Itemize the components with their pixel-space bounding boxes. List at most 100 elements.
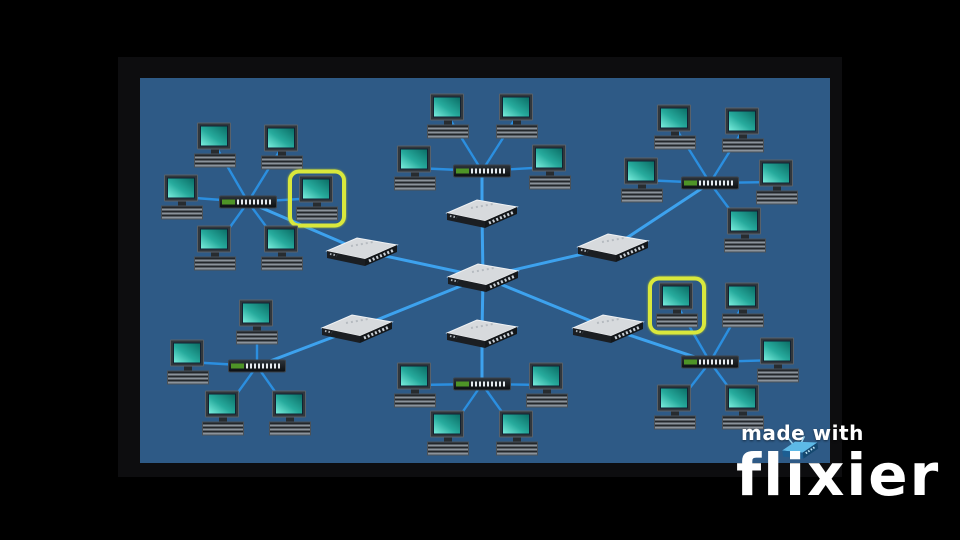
pc-system-unit — [526, 393, 568, 408]
pc-system-unit — [194, 153, 236, 168]
pc-icon[interactable] — [202, 390, 244, 436]
pc-monitor — [499, 410, 533, 438]
pc-screen — [762, 162, 790, 184]
hub-ports — [699, 359, 735, 365]
pc-screen — [502, 96, 530, 118]
pc-icon[interactable] — [722, 384, 764, 430]
hub-label — [456, 381, 469, 387]
hub-icon[interactable] — [681, 355, 739, 369]
pc-screen — [400, 365, 428, 387]
pc-monitor — [264, 225, 298, 253]
pc-stand — [739, 134, 747, 139]
pc-icon[interactable] — [161, 174, 203, 220]
pc-screen — [763, 340, 791, 362]
pc-stand — [513, 437, 521, 442]
pc-system-unit — [722, 415, 764, 430]
switch-icon[interactable] — [443, 196, 521, 230]
pc-icon[interactable] — [496, 93, 538, 139]
pc-monitor — [164, 174, 198, 202]
pc-stand — [444, 120, 452, 125]
switch-icon[interactable] — [323, 234, 401, 268]
hub-label — [222, 199, 235, 205]
pc-monitor — [239, 299, 273, 327]
hub-label — [684, 359, 697, 365]
switch-3d-body — [446, 263, 520, 292]
pc-icon[interactable] — [194, 122, 236, 168]
hub-icon[interactable] — [453, 164, 511, 178]
pc-icon[interactable] — [654, 384, 696, 430]
pc-screen — [532, 365, 560, 387]
pc-stand — [278, 151, 286, 156]
pc-stand — [211, 252, 219, 257]
pc-monitor — [197, 122, 231, 150]
pc-icon[interactable] — [722, 107, 764, 153]
switch-icon[interactable] — [444, 260, 522, 294]
pc-screen — [167, 177, 195, 199]
pc-stand — [184, 366, 192, 371]
hub-icon[interactable] — [453, 377, 511, 391]
pc-icon[interactable] — [269, 390, 311, 436]
pc-system-unit — [656, 313, 698, 328]
hub-icon[interactable] — [219, 195, 277, 209]
switch-icon[interactable] — [569, 311, 647, 345]
pc-icon[interactable] — [288, 169, 346, 227]
hub-icon[interactable] — [681, 176, 739, 190]
pc-monitor — [532, 144, 566, 172]
pc-screen — [433, 96, 461, 118]
pc-icon[interactable] — [394, 362, 436, 408]
pc-stand — [546, 171, 554, 176]
pc-icon[interactable] — [496, 410, 538, 456]
switch-3d-body — [445, 199, 519, 228]
pc-system-unit — [496, 124, 538, 139]
pc-system-unit — [654, 415, 696, 430]
pc-icon[interactable] — [529, 144, 571, 190]
switch-icon[interactable] — [443, 316, 521, 350]
switch-icon[interactable] — [574, 230, 652, 264]
pc-monitor — [657, 384, 691, 412]
pc-stand — [444, 437, 452, 442]
pc-system-unit — [427, 441, 469, 456]
pc-screen — [662, 285, 690, 307]
pc-monitor — [299, 175, 333, 203]
pc-monitor — [659, 282, 693, 310]
pc-screen — [730, 210, 758, 232]
pc-icon[interactable] — [394, 145, 436, 191]
pc-stand — [513, 120, 521, 125]
pc-icon[interactable] — [526, 362, 568, 408]
pc-screen — [173, 342, 201, 364]
pc-icon[interactable] — [261, 124, 303, 170]
pc-system-unit — [722, 313, 764, 328]
pc-icon[interactable] — [427, 93, 469, 139]
pc-icon[interactable] — [654, 104, 696, 150]
pc-icon[interactable] — [756, 159, 798, 205]
pc-icon[interactable] — [261, 225, 303, 271]
pc-monitor — [264, 124, 298, 152]
pc-icon[interactable] — [648, 276, 706, 334]
pc-icon[interactable] — [427, 410, 469, 456]
pc-icon[interactable] — [236, 299, 278, 345]
pc-stand — [671, 411, 679, 416]
pc-stand — [774, 364, 782, 369]
pc-screen — [275, 393, 303, 415]
pc-icon[interactable] — [724, 207, 766, 253]
pc-icon[interactable] — [757, 337, 799, 383]
pc-stand — [638, 184, 646, 189]
pc-icon[interactable] — [194, 225, 236, 271]
pc-stand — [741, 234, 749, 239]
pc-stand — [278, 252, 286, 257]
pc-system-unit — [269, 421, 311, 436]
pc-icon[interactable] — [722, 282, 764, 328]
pc-icon[interactable] — [621, 157, 663, 203]
pc-system-unit — [167, 370, 209, 385]
pc-icon[interactable] — [167, 339, 209, 385]
pc-monitor — [760, 337, 794, 365]
hub-ports — [246, 363, 282, 369]
pc-system-unit — [724, 238, 766, 253]
pc-system-unit — [756, 190, 798, 205]
pc-screen — [728, 285, 756, 307]
hub-icon[interactable] — [228, 359, 286, 373]
pc-stand — [286, 417, 294, 422]
hub-ports — [471, 168, 507, 174]
switch-icon[interactable] — [318, 311, 396, 345]
